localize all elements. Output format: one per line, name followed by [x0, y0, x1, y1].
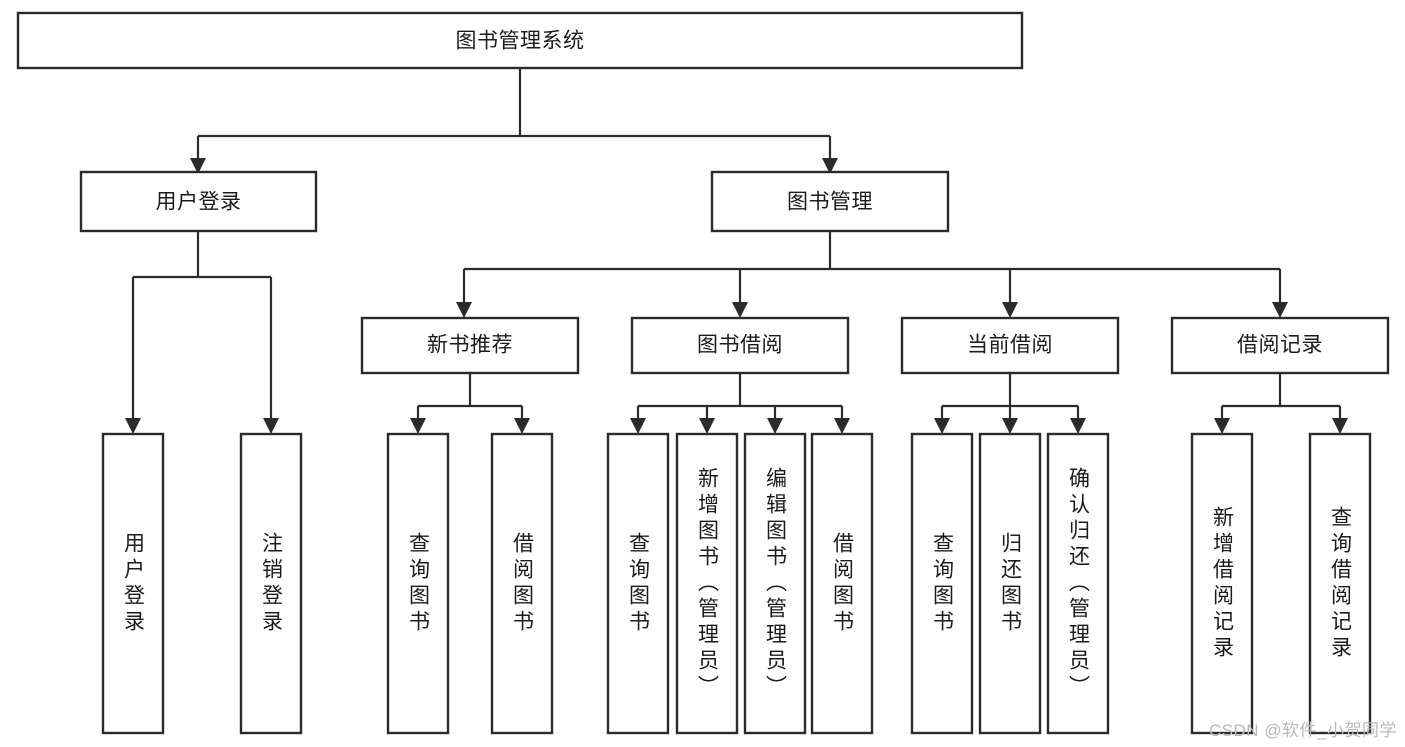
arrowhead-new-book — [456, 302, 472, 318]
connectors — [125, 68, 1348, 434]
arrowhead-current-borrow — [1002, 302, 1018, 318]
node-current-borrow-label: 当前借阅 — [967, 334, 1053, 357]
node-leaf-user-login-2[interactable] — [239, 432, 303, 735]
arrowhead-nb-leaf-1 — [410, 418, 426, 434]
arrowhead-book-borrow — [732, 302, 748, 318]
node-borrow-record[interactable] — [1170, 316, 1390, 375]
arrowhead-borrow-record — [1272, 302, 1288, 318]
node-book-borrow[interactable] — [630, 316, 850, 375]
node-book-management[interactable] — [710, 170, 950, 233]
arrowhead-bb-leaf-1 — [630, 418, 646, 434]
arrowhead-bb-leaf-3 — [767, 418, 783, 434]
arrowhead-br-leaf-1 — [1214, 418, 1230, 434]
arrowhead-cb-leaf-1 — [934, 418, 950, 434]
node-leaf-current-borrow-3[interactable] — [1046, 432, 1110, 735]
arrowhead-br-leaf-2 — [1332, 418, 1348, 434]
nodes: 图书管理系统 用户登录 图书管理 新书推荐 图书借阅 当前借阅 借阅记录 — [16, 11, 1390, 735]
arrowhead-bb-leaf-4 — [834, 418, 850, 434]
node-leaf-borrow-record-2[interactable] — [1308, 432, 1372, 735]
node-leaf-new-book-1[interactable] — [386, 432, 450, 735]
node-leaf-current-borrow-2[interactable] — [978, 432, 1042, 735]
node-leaf-current-borrow-1[interactable] — [910, 432, 974, 735]
node-leaf-user-login-1[interactable] — [101, 432, 165, 735]
arrowhead-bb-leaf-2 — [699, 418, 715, 434]
node-leaf-book-borrow-4[interactable] — [810, 432, 874, 735]
watermark-text: CSDN @软件_小贺同学 — [1208, 721, 1397, 740]
arrowhead-nb-leaf-2 — [514, 418, 530, 434]
node-leaf-book-borrow-2[interactable] — [675, 432, 739, 735]
node-leaf-borrow-record-1[interactable] — [1190, 432, 1254, 735]
node-book-borrow-label: 图书借阅 — [697, 334, 783, 357]
node-leaf-new-book-2[interactable] — [490, 432, 554, 735]
node-leaf-book-borrow-3[interactable] — [743, 432, 807, 735]
arrowhead-ul-leaf-1 — [125, 418, 141, 434]
node-book-management-label: 图书管理 — [787, 191, 873, 214]
node-root[interactable] — [16, 11, 1024, 70]
arrowhead-book-mgmt — [822, 158, 838, 174]
node-new-book-recommend-label: 新书推荐 — [427, 334, 513, 357]
node-user-login-label: 用户登录 — [156, 191, 242, 214]
arrowhead-cb-leaf-3 — [1070, 418, 1086, 434]
node-user-login[interactable] — [79, 170, 318, 233]
node-leaf-book-borrow-1[interactable] — [606, 432, 670, 735]
node-new-book-recommend[interactable] — [360, 316, 580, 375]
node-current-borrow[interactable] — [900, 316, 1120, 375]
arrowhead-cb-leaf-2 — [1002, 418, 1018, 434]
node-borrow-record-label: 借阅记录 — [1237, 334, 1323, 357]
arrowhead-user-login — [190, 158, 206, 174]
node-root-label: 图书管理系统 — [456, 30, 585, 53]
arrowhead-ul-leaf-2 — [263, 418, 279, 434]
